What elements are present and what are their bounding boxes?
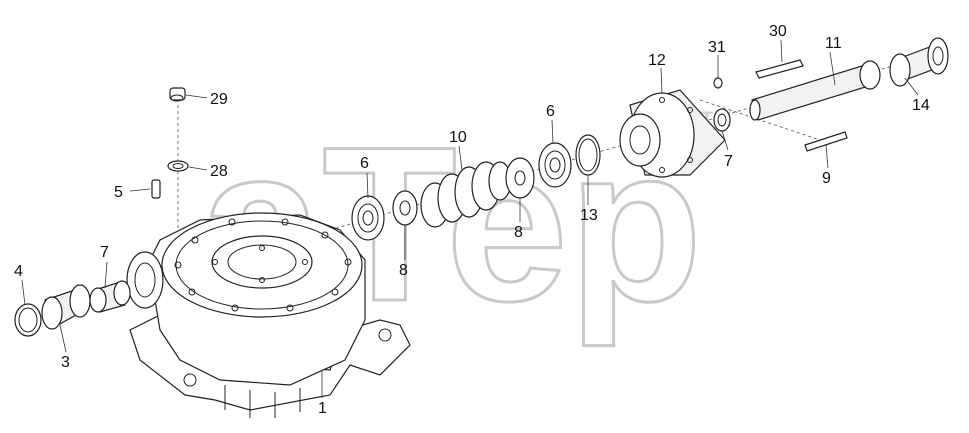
callout-11: 11 bbox=[825, 35, 842, 52]
callout-13: 13 bbox=[580, 207, 598, 224]
key-part-9 bbox=[804, 131, 848, 152]
pin-part-5 bbox=[151, 179, 161, 199]
washer-part-8-right bbox=[505, 157, 535, 199]
callout-14: 14 bbox=[912, 97, 930, 114]
o-ring-part-13 bbox=[575, 134, 601, 176]
callout-9: 9 bbox=[822, 170, 831, 187]
washer-part-8-left bbox=[392, 190, 418, 226]
flanged-sleeve-part-14 bbox=[889, 37, 949, 87]
callout-31: 31 bbox=[708, 39, 726, 56]
callout-28: 28 bbox=[210, 163, 228, 180]
worm-part-10 bbox=[420, 161, 512, 228]
callout-29: 29 bbox=[210, 91, 228, 108]
callout-10: 10 bbox=[449, 129, 467, 146]
callout-7-left: 7 bbox=[100, 244, 109, 261]
ring-part-31 bbox=[713, 77, 723, 89]
callout-8-right: 8 bbox=[514, 224, 523, 241]
sleeve-part-3 bbox=[41, 284, 91, 330]
o-ring-part-4 bbox=[14, 303, 42, 337]
callout-labels: 1 3 4 5 6 6 7 7 8 8 9 10 11 12 13 14 28 … bbox=[14, 23, 930, 417]
callout-3: 3 bbox=[61, 354, 70, 371]
housing-bolts bbox=[174, 218, 352, 312]
pin-part-30 bbox=[755, 59, 804, 79]
bushing-part-7-right bbox=[713, 108, 731, 132]
callout-6-right: 6 bbox=[546, 103, 555, 120]
callout-7-right: 7 bbox=[724, 153, 733, 170]
leader-lines bbox=[21, 39, 919, 398]
end-cover-part-12 bbox=[619, 89, 726, 178]
callout-12: 12 bbox=[648, 52, 666, 69]
housing-part bbox=[126, 212, 411, 418]
washer-part-28 bbox=[167, 160, 189, 172]
bushing-part-7-left bbox=[89, 280, 131, 313]
bolt-part-29 bbox=[169, 87, 186, 102]
callout-1: 1 bbox=[318, 400, 327, 417]
bearing-part-6-right bbox=[538, 142, 572, 188]
callout-8-left: 8 bbox=[399, 262, 408, 279]
bearing-part-6-left bbox=[351, 195, 385, 241]
callout-5: 5 bbox=[114, 184, 123, 201]
shaft-part-11 bbox=[749, 60, 881, 121]
callout-30: 30 bbox=[769, 23, 787, 40]
callout-4: 4 bbox=[14, 263, 23, 280]
callout-6-left: 6 bbox=[360, 155, 369, 172]
